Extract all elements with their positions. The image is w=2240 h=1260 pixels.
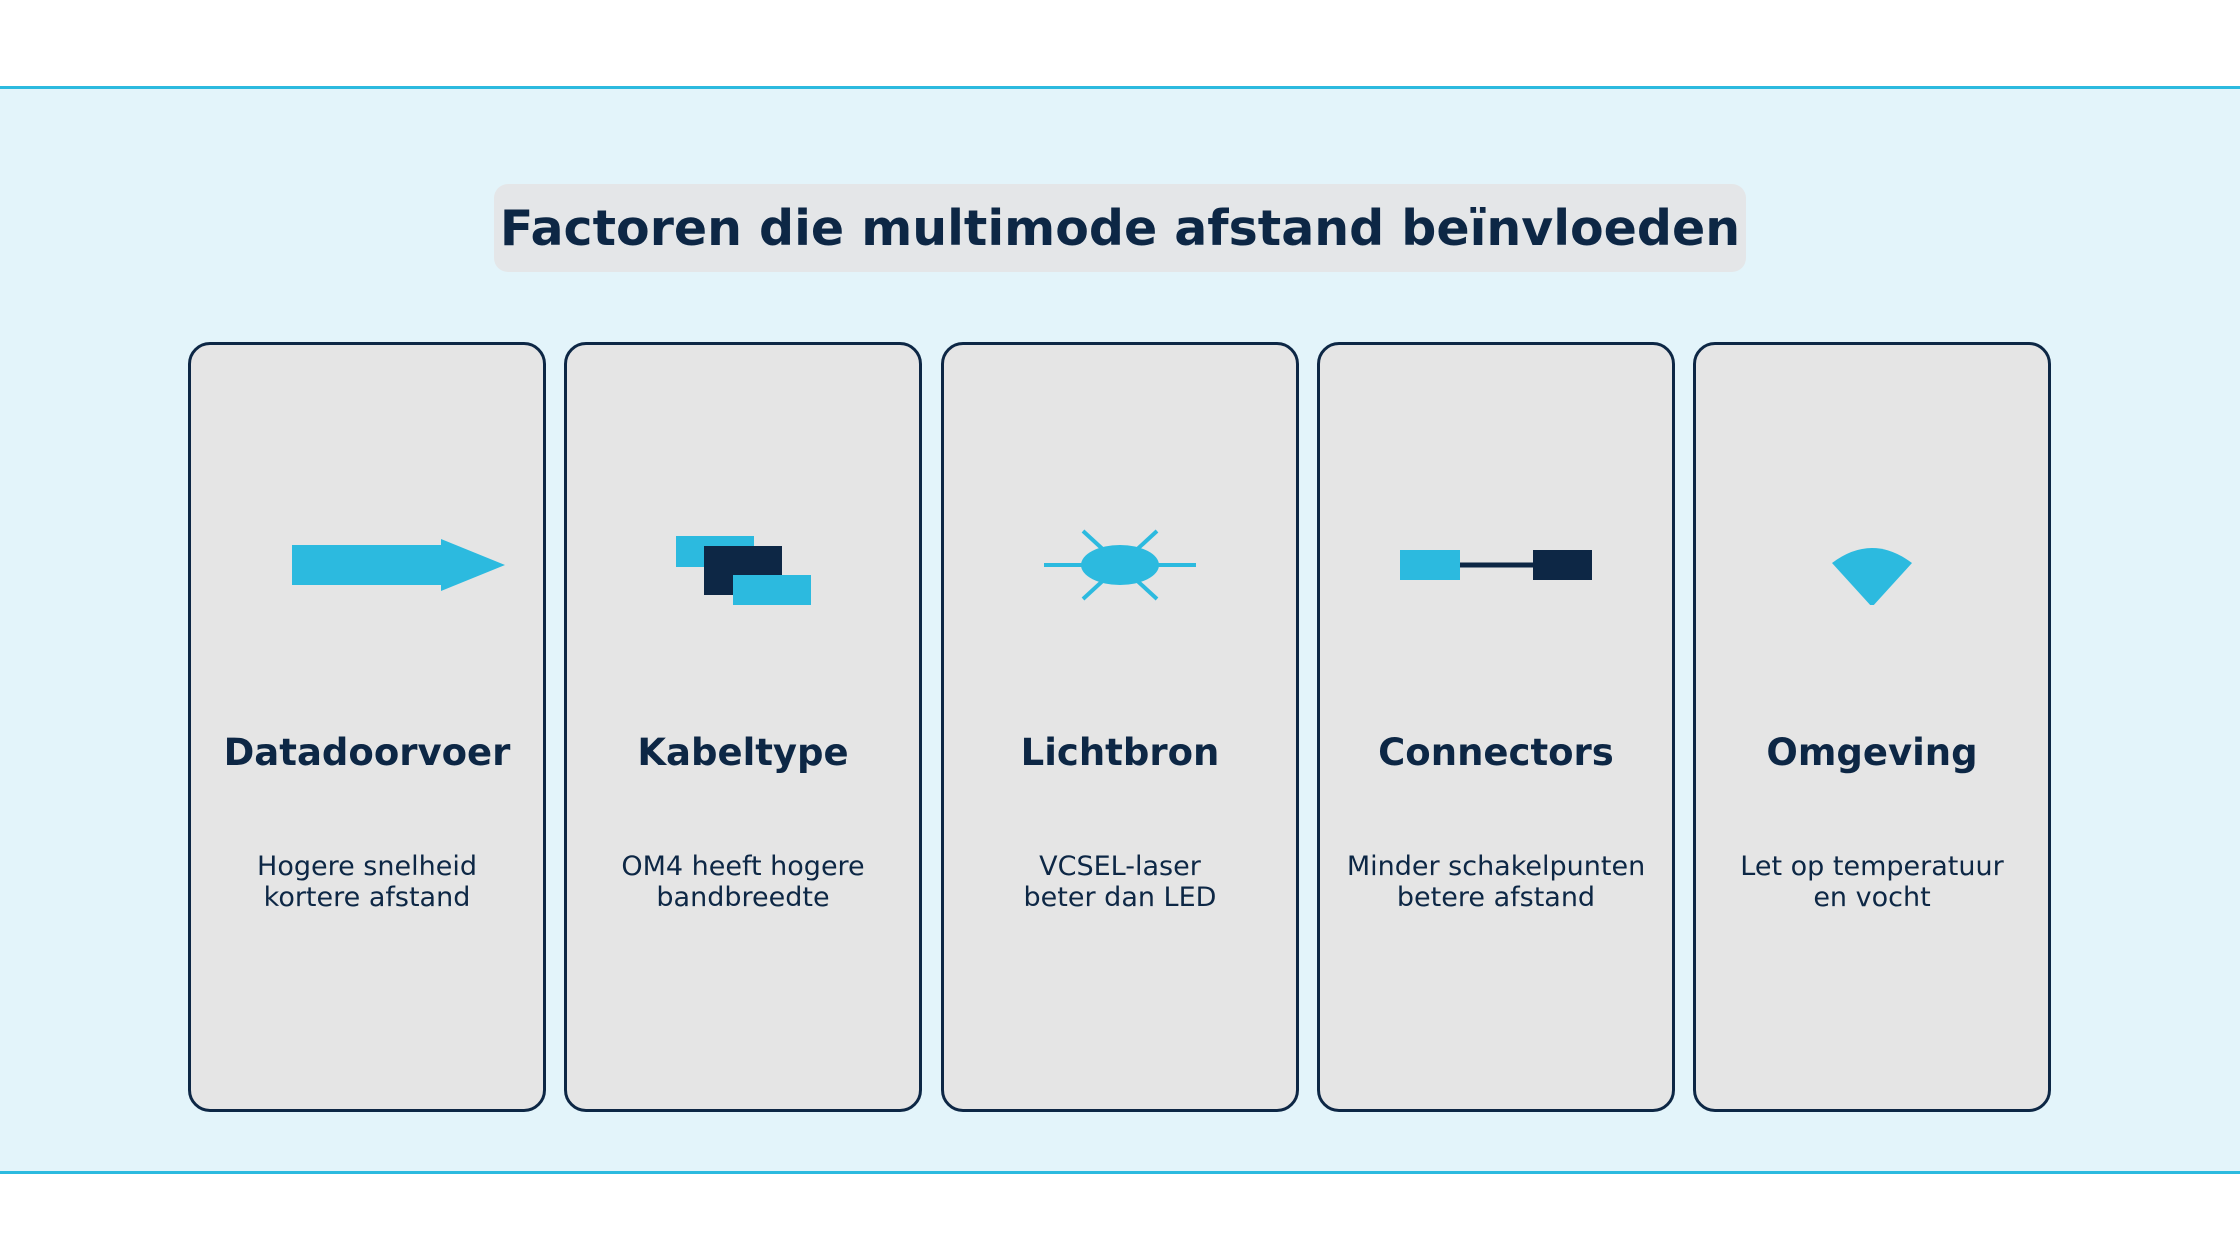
card-description-line: Let op temperatuur: [1740, 851, 2004, 882]
card-description-line: OM4 heeft hogere: [621, 851, 865, 882]
card-description: OM4 heeft hogere bandbreedte: [577, 851, 909, 913]
stacked-squares-icon: [676, 536, 811, 605]
card-description: Let op temperatuur en vocht: [1706, 851, 2038, 913]
card-description-line: kortere afstand: [263, 882, 471, 913]
factor-card-datadoorvoer: Datadoorvoer Hogere snelheid kortere afs…: [188, 342, 546, 1112]
factor-card-kabeltype: Kabeltype OM4 heeft hogere bandbreedte: [564, 342, 922, 1112]
card-description: Minder schakelpunten betere afstand: [1330, 851, 1662, 913]
factor-card-lichtbron: Lichtbron VCSEL-laser beter dan LED: [941, 342, 1299, 1112]
card-description-line: beter dan LED: [1023, 882, 1217, 913]
page-title: Factoren die multimode afstand beïnvloed…: [499, 199, 1741, 257]
arrow-right-icon: [292, 539, 505, 591]
card-description: Hogere snelheid kortere afstand: [201, 851, 533, 913]
factor-card-connectors: Connectors Minder schakelpunten betere a…: [1317, 342, 1675, 1112]
card-description-line: VCSEL-laser: [1039, 851, 1201, 882]
card-description-line: en vocht: [1813, 882, 1931, 913]
card-heading: Datadoorvoer: [223, 731, 511, 774]
connector-icon: [1400, 550, 1592, 580]
card-heading: Lichtbron: [1020, 731, 1220, 774]
title-box: Factoren die multimode afstand beïnvloed…: [494, 184, 1746, 272]
card-description-line: Hogere snelheid: [257, 851, 477, 882]
light-source-icon: [1044, 529, 1196, 601]
card-description-line: betere afstand: [1396, 882, 1596, 913]
card-description-line: Minder schakelpunten: [1346, 851, 1646, 882]
card-description-line: bandbreedte: [656, 882, 830, 913]
card-heading: Connectors: [1378, 731, 1614, 774]
card-description: VCSEL-laser beter dan LED: [954, 851, 1286, 913]
card-heading: Kabeltype: [637, 731, 849, 774]
card-heading: Omgeving: [1766, 731, 1978, 774]
factor-card-omgeving: Omgeving Let op temperatuur en vocht: [1693, 342, 2051, 1112]
wedge-icon: [1832, 548, 1912, 605]
